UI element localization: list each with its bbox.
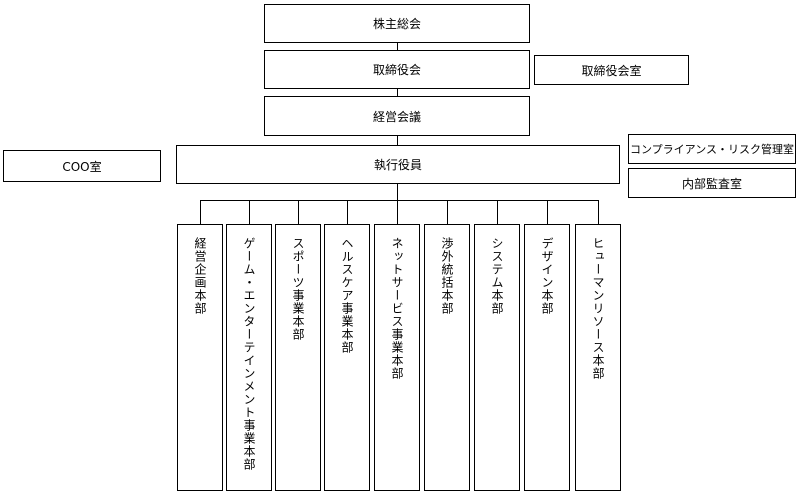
division-label: 渉外統括本部 [440,237,454,315]
division-box: システム本部 [474,224,520,491]
division-box: ネットサービス事業本部 [374,224,420,491]
connector-line [200,200,598,201]
connector-line [447,200,448,224]
executive-officers-label: 執行役員 [373,158,422,172]
connector-line [397,42,398,50]
board-of-directors-label: 取締役会 [372,63,421,77]
division-label: ヘルスケア事業本部 [340,237,354,354]
internal-audit-box: 内部監査室 [628,168,796,198]
division-label: デザイン本部 [540,237,554,315]
division-box: ヘルスケア事業本部 [324,224,370,491]
management-meeting-label: 経営会議 [372,109,421,124]
connector-line [497,200,498,224]
management-meeting-box: 経営会議 [264,96,530,136]
compliance-office-label: コンプライアンス・リスク管理室 [629,143,794,156]
shareholders-meeting-box: 株主総会 [264,4,530,43]
division-label: システム本部 [490,237,504,315]
connector-line [547,200,548,224]
division-label: ネットサービス事業本部 [390,237,404,380]
division-label: ゲーム・エンターテインメント事業本部 [242,237,256,471]
division-label: 経営企画本部 [193,237,207,315]
connector-line [200,200,201,224]
executive-officers-box: 執行役員 [176,145,620,184]
coo-office-label: COO室 [62,159,102,174]
compliance-office-box: コンプライアンス・リスク管理室 [628,134,796,164]
board-of-directors-box: 取締役会 [264,50,530,89]
division-box: デザイン本部 [524,224,570,491]
division-box: ゲーム・エンターテインメント事業本部 [226,224,272,491]
connector-line [397,200,398,224]
connector-line [598,200,599,224]
connector-line [397,135,398,145]
board-office-label: 取締役会室 [581,63,642,78]
connector-line [347,200,348,224]
division-box: 渉外統括本部 [424,224,470,491]
board-office-box: 取締役会室 [534,55,689,85]
connector-line [397,183,398,200]
connector-line [249,200,250,224]
division-box: スポーツ事業本部 [275,224,321,491]
division-box: ヒューマンリソース本部 [575,224,621,491]
connector-line [298,200,299,224]
division-label: スポーツ事業本部 [291,237,305,341]
division-label: ヒューマンリソース本部 [591,237,605,380]
internal-audit-label: 内部監査室 [681,176,742,191]
division-box: 経営企画本部 [177,224,223,491]
connector-line [397,88,398,96]
coo-office-box: COO室 [3,150,161,182]
shareholders-meeting-label: 株主総会 [372,17,421,31]
